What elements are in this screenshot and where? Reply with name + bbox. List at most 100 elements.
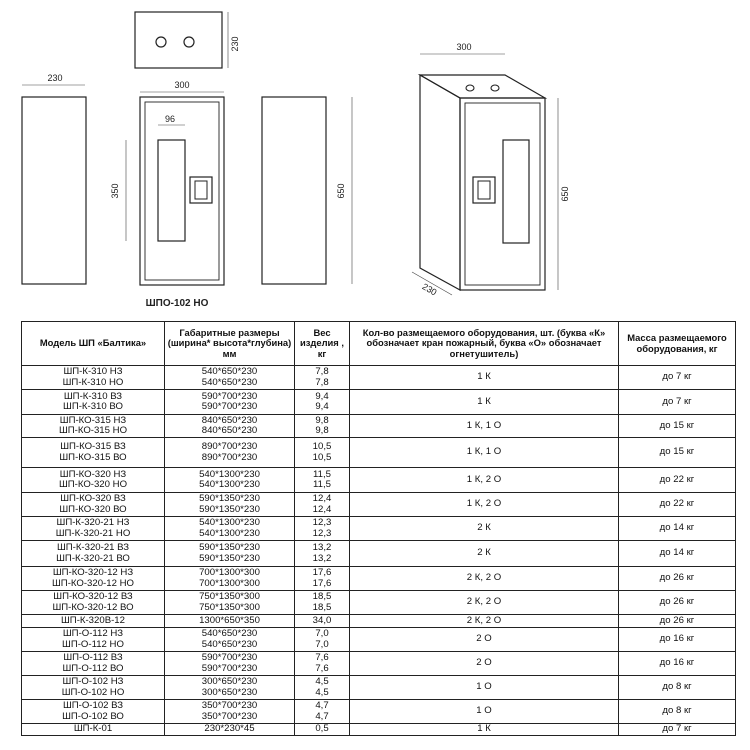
- dim-side-width: 230: [47, 73, 62, 83]
- header-size: Габаритные размеры (ширина* высота*глуби…: [164, 321, 295, 366]
- cell-size-line: 540*650*230: [201, 376, 258, 388]
- cell-equipment: 2 К, 2 О: [349, 566, 619, 591]
- cell-size-line: 590*700*230: [201, 390, 258, 402]
- cell-size-line: 300*650*230: [201, 686, 258, 698]
- cell-mass: до 15 кг: [618, 414, 736, 438]
- cell-model-line: ШП-КО-320 НЗ: [59, 468, 127, 480]
- dim-iso-width: 300: [456, 42, 471, 52]
- cell-mass: до 26 кг: [618, 566, 736, 591]
- cell-equipment: 1 К, 2 О: [349, 467, 619, 493]
- cell-equipment: 1 О: [349, 675, 619, 700]
- cell-weight-line: 12,4: [312, 503, 332, 515]
- cell-mass: до 7 кг: [618, 723, 736, 736]
- cell-model-line: ШП-К-320-21 НЗ: [56, 517, 130, 528]
- cell-size-line: 540*650*230: [201, 638, 258, 650]
- cell-model-line: ШП-КО-315 НЗ: [59, 414, 127, 426]
- cell-model: ШП-К-320В-12: [21, 614, 165, 628]
- cell-weight-line: 13,2: [312, 552, 332, 564]
- cell-size-line: 590*1350*230: [199, 542, 260, 553]
- cell-model-line: ШП-К-320-21 НО: [55, 527, 131, 539]
- header-equipment: Кол-во размещаемого оборудования, шт. (б…: [349, 321, 619, 366]
- cell-size-line: 700*1300*300: [199, 567, 260, 578]
- cell-weight-line: 0,5: [315, 723, 329, 734]
- left-side-view: 230: [21, 73, 87, 285]
- cell-size-line: 540*650*230: [201, 366, 258, 377]
- right-side-view: 650: [261, 96, 353, 285]
- cell-equipment: 1 О: [349, 699, 619, 724]
- cell-mass: до 16 кг: [618, 651, 736, 676]
- cell-model: ШП-К-01: [21, 723, 165, 736]
- cell-weight-line: 11,5: [313, 468, 331, 480]
- cell-weight-line: 4,7: [315, 700, 329, 711]
- cell-size-line: 590*700*230: [201, 652, 258, 663]
- cell-model-line: ШП-О-102 ВЗ: [62, 700, 124, 711]
- cell-weight-line: 34,0: [312, 614, 332, 626]
- cell-size-line: 540*1300*230: [199, 479, 260, 490]
- cell-model-line: ШП-КО-320 ВО: [59, 503, 127, 515]
- cell-model-line: ШП-К-310 ВЗ: [63, 390, 123, 402]
- cell-mass: до 14 кг: [618, 540, 736, 567]
- cell-weight-line: 12,3: [312, 527, 332, 539]
- cell-model-line: ШП-К-310 НЗ: [63, 366, 123, 377]
- cell-weight-line: 7,8: [315, 366, 329, 377]
- cell-equipment: 1 К: [349, 389, 619, 415]
- cell-size-line: 750*1350*300: [199, 591, 260, 602]
- cell-model-line: ШП-КО-320-12 ВЗ: [53, 591, 133, 602]
- cell-weight-line: 4,5: [315, 676, 329, 687]
- cell-mass: до 8 кг: [618, 699, 736, 724]
- cell-size-line: 540*1300*230: [199, 517, 260, 528]
- cell-weight-line: 9,4: [315, 401, 329, 412]
- cell-model-line: ШП-К-320В-12: [61, 614, 125, 626]
- drawing-caption: ШПО-102 НО: [146, 298, 209, 309]
- cell-model-line: ШП-КО-320 НО: [58, 479, 128, 490]
- cell-mass: до 26 кг: [618, 614, 736, 628]
- cell-weight-line: 11,5: [313, 479, 331, 490]
- cell-size-line: 840*650*230: [201, 425, 258, 436]
- cell-weight-line: 9,8: [315, 414, 329, 426]
- cell-weight-line: 12,3: [312, 517, 332, 528]
- dim-front-width: 300: [174, 80, 189, 90]
- cell-mass: до 7 кг: [618, 365, 736, 390]
- cell-weight-line: 7,6: [315, 652, 329, 663]
- cell-equipment: 1 К: [349, 723, 619, 736]
- cell-size-line: 890*700*230: [201, 441, 258, 452]
- cell-size-line: 590*1350*230: [199, 493, 260, 504]
- dim-window-width: 96: [165, 114, 175, 124]
- dim-window-height: 350: [110, 183, 120, 198]
- cell-weight-line: 7,0: [315, 638, 329, 650]
- cell-mass: до 22 кг: [618, 492, 736, 517]
- cell-equipment: 2 К, 2 О: [349, 590, 619, 615]
- front-view: 300 96 350 ШПО-102 НО: [110, 80, 225, 309]
- cell-mass: до 7 кг: [618, 389, 736, 415]
- cell-model-line: ШП-КО-315 ВО: [59, 451, 127, 463]
- cell-equipment: 1 К, 1 О: [349, 437, 619, 468]
- dim-iso-height: 650: [560, 186, 570, 201]
